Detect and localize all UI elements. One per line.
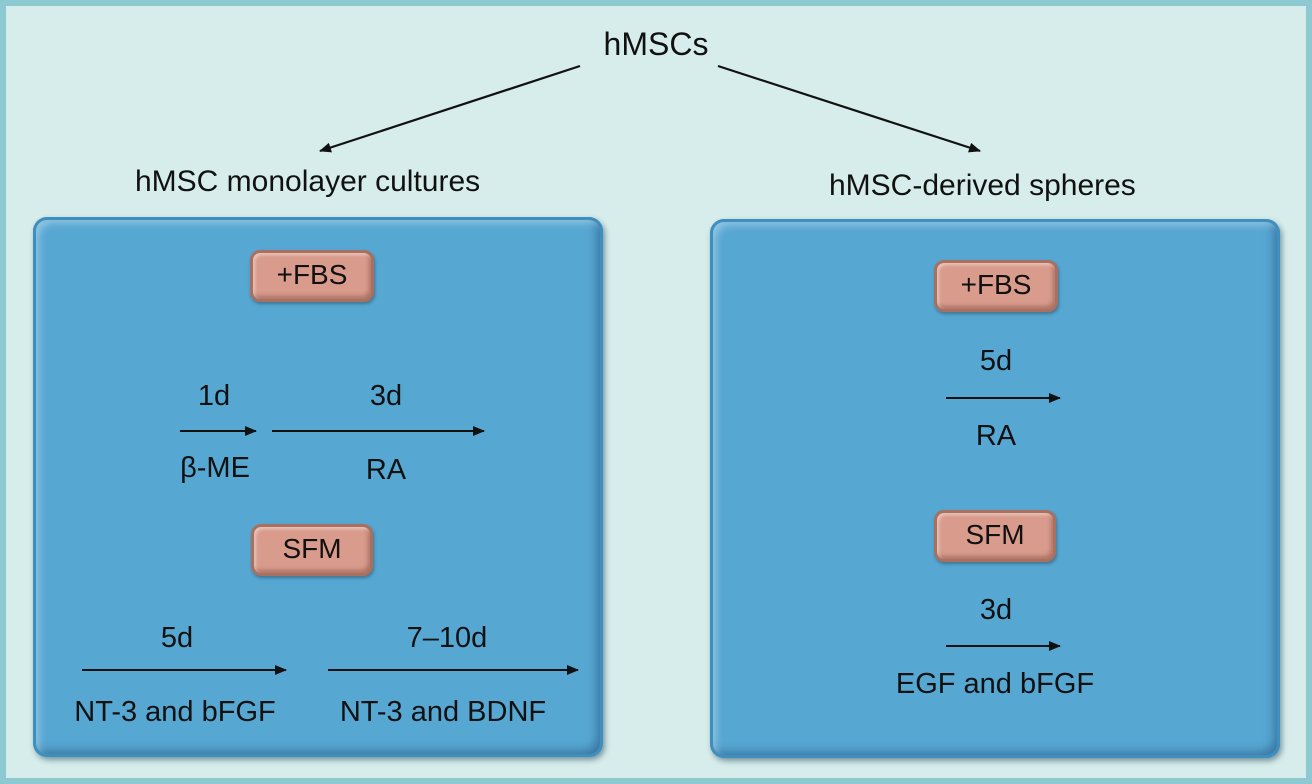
right-sfm-badge: SFM bbox=[934, 510, 1056, 562]
left-step4-agent: NT-3 and BDNF bbox=[339, 696, 547, 728]
left-step4-duration: 7–10d bbox=[406, 622, 488, 654]
left-step2-duration: 3d bbox=[369, 380, 403, 412]
right-step2-duration: 3d bbox=[979, 594, 1013, 626]
right-step1-agent: RA bbox=[975, 420, 1017, 452]
monolayer-panel bbox=[33, 217, 603, 757]
left-fbs-badge: +FBS bbox=[250, 250, 374, 302]
root-label: hMSCs bbox=[603, 26, 709, 62]
arrow-to-spheres bbox=[717, 64, 981, 153]
right-step1-duration: 5d bbox=[979, 345, 1013, 377]
arrow-to-monolayer bbox=[319, 64, 581, 153]
left-sfm-badge: SFM bbox=[251, 524, 373, 576]
left-step1-duration: 1d bbox=[197, 380, 231, 412]
left-step3-duration: 5d bbox=[160, 622, 194, 654]
left-step1-agent: β-ME bbox=[180, 452, 250, 484]
right-step2-agent: EGF and bFGF bbox=[895, 668, 1095, 700]
left-step3-agent: NT-3 and bFGF bbox=[74, 696, 276, 728]
left-branch-title: hMSC monolayer cultures bbox=[135, 165, 481, 198]
right-fbs-badge: +FBS bbox=[934, 260, 1058, 312]
left-step2-agent: RA bbox=[365, 454, 407, 486]
right-branch-title: hMSC-derived spheres bbox=[829, 169, 1136, 202]
